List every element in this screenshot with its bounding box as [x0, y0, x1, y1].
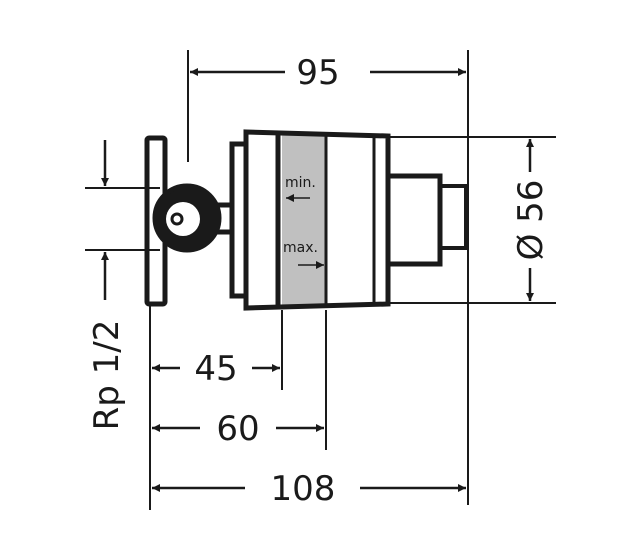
- spindle-housing: [388, 173, 443, 267]
- min-max-arrows: [286, 194, 324, 269]
- dimension-lines: [101, 68, 534, 492]
- max-label: max.: [283, 240, 318, 256]
- dimension-60: 60: [216, 409, 259, 449]
- min-label: min.: [285, 175, 316, 191]
- flange-ring: [229, 141, 249, 299]
- dimension-108: 108: [271, 469, 336, 509]
- dimension-45: 45: [194, 349, 237, 389]
- extension-lines: [85, 50, 556, 510]
- dimension-95: 95: [296, 53, 339, 93]
- valve-body: [144, 129, 468, 311]
- spindle-nut: [438, 184, 468, 250]
- adjustment-band: [282, 132, 326, 308]
- dimension-thread: Rp 1/2: [87, 320, 127, 431]
- dimension-diameter: Ø 56: [511, 180, 551, 261]
